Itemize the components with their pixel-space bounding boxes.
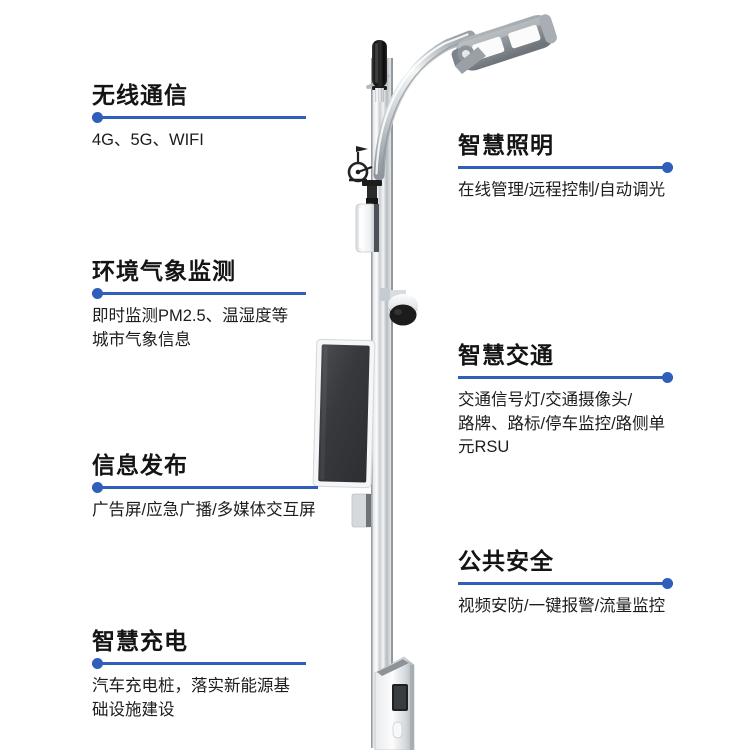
luminaire-joint (455, 45, 486, 74)
feature-rule (92, 112, 306, 124)
feature-information-release: 信息发布 广告屏/应急广播/多媒体交互屏 (92, 452, 318, 523)
ptz-dome-camera (380, 288, 418, 326)
rule-bar (92, 116, 306, 120)
feature-smart-charging: 智慧充电 汽车充电桩，落实新能源基 础设施建设 (92, 628, 306, 722)
feature-environment-monitoring: 环境气象监测 即时监测PM2.5、温湿度等 城市气象信息 (92, 258, 306, 352)
rule-dot (662, 578, 673, 590)
feature-description: 广告屏/应急广播/多媒体交互屏 (92, 501, 316, 520)
feature-description: 即时监测PM2.5、温湿度等 城市气象信息 (92, 307, 289, 349)
luminaire-head (451, 14, 557, 71)
feature-rule (458, 372, 673, 384)
rule-dot (662, 162, 673, 174)
feature-title: 智慧充电 (92, 628, 188, 654)
weather-sensor (347, 146, 382, 204)
rule-dot (92, 112, 103, 124)
feature-smart-traffic: 智慧交通 交通信号灯/交通摄像头/ 路牌、路标/停车监控/路侧单元RSU (458, 342, 673, 460)
white-equipment-box (355, 203, 379, 253)
rule-dot (92, 658, 103, 670)
rule-dot (662, 372, 673, 384)
rule-dot (92, 482, 103, 494)
antenna-bracket (366, 74, 390, 89)
feature-rule (92, 482, 318, 494)
rule-bar (92, 662, 306, 666)
rule-bar (458, 166, 673, 170)
feature-public-safety: 公共安全 视频安防/一键报警/流量监控 (458, 548, 673, 619)
led-display-panel (312, 338, 376, 489)
feature-rule (458, 578, 673, 590)
feature-rule (458, 162, 673, 174)
rule-dot (92, 288, 103, 300)
feature-wireless-communication: 无线通信 4G、5G、WIFI (92, 82, 306, 153)
main-pole (371, 58, 393, 748)
feature-title: 无线通信 (92, 82, 188, 108)
feature-description: 在线管理/远程控制/自动调光 (458, 181, 666, 200)
rule-bar (92, 292, 306, 296)
feature-smart-lighting: 智慧照明 在线管理/远程控制/自动调光 (458, 132, 673, 203)
feature-description: 交通信号灯/交通摄像头/ 路牌、路标/停车监控/路侧单元RSU (458, 391, 666, 457)
ev-charging-pile (374, 656, 415, 750)
feature-title: 智慧照明 (458, 132, 554, 158)
rule-bar (92, 486, 318, 490)
feature-title: 公共安全 (458, 548, 554, 574)
rule-bar (458, 376, 673, 380)
feature-title: 信息发布 (92, 452, 188, 478)
feature-description: 视频安防/一键报警/流量监控 (458, 597, 666, 616)
feature-title: 智慧交通 (458, 342, 554, 368)
feature-rule (92, 658, 306, 670)
antenna-rod (372, 40, 387, 102)
feature-rule (92, 288, 306, 300)
feature-description: 汽车充电桩，落实新能源基 础设施建设 (92, 677, 290, 719)
feature-title: 环境气象监测 (92, 258, 236, 284)
rule-bar (458, 582, 673, 586)
small-control-box (351, 493, 372, 528)
feature-description: 4G、5G、WIFI (92, 131, 204, 150)
